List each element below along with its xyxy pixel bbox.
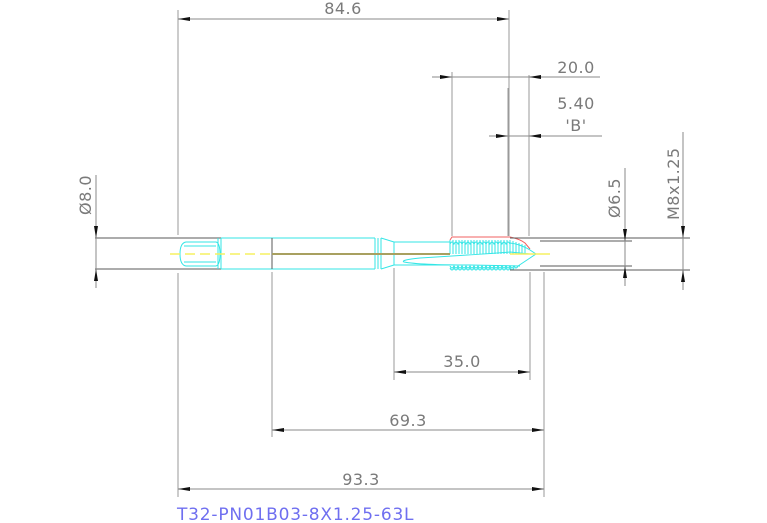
dim-thread-size: M8x1.25 (664, 132, 685, 290)
svg-text:5.40: 5.40 (557, 94, 595, 113)
dim-shank-diameter: Ø8.0 (76, 175, 98, 288)
svg-text:35.0: 35.0 (443, 352, 481, 371)
svg-text:M8x1.25: M8x1.25 (664, 147, 683, 220)
dim-overall-length: 93.3 (178, 470, 544, 491)
svg-text:'B': 'B' (565, 116, 586, 135)
dim-chamfer-length: 5.40 'B' (489, 94, 602, 138)
thread-bottom (449, 264, 519, 271)
svg-text:20.0: 20.0 (557, 58, 595, 77)
extension-lines (177, 10, 545, 497)
svg-text:Ø8.0: Ø8.0 (76, 175, 95, 215)
dim-thread-length: 20.0 (432, 58, 600, 79)
svg-text:69.3: 69.3 (389, 411, 427, 430)
dim-shank-to-chamfer: 84.6 (178, 0, 509, 21)
tap-body (95, 236, 550, 271)
svg-text:93.3: 93.3 (342, 470, 380, 489)
dim-neck-to-tip: 69.3 (272, 411, 544, 432)
svg-text:84.6: 84.6 (324, 0, 362, 18)
dim-neck-diameter: Ø6.5 (605, 168, 627, 286)
part-number-title: T32-PN01B03-8X1.25-63L (176, 505, 414, 523)
svg-text:Ø6.5: Ø6.5 (605, 178, 624, 218)
thread-top (449, 236, 531, 254)
dim-flute-length: 35.0 (394, 352, 530, 374)
